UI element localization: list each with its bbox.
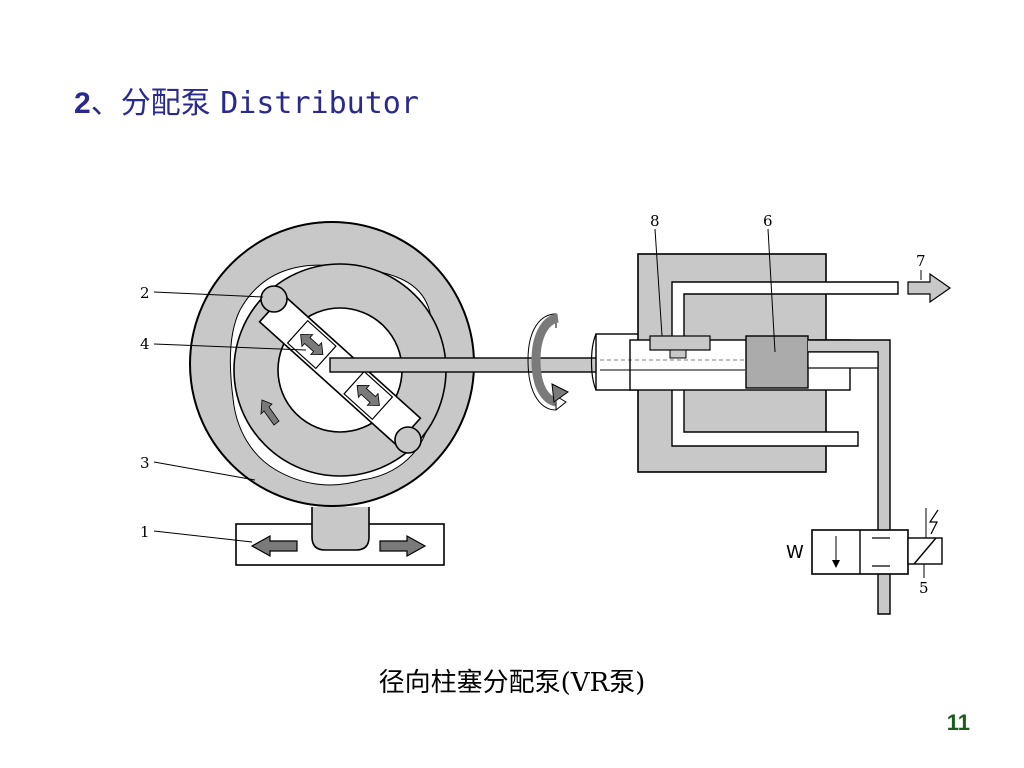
lightning-icon bbox=[928, 509, 939, 535]
slide-title: 2、分配泵 Distributor bbox=[74, 78, 419, 122]
label-3: 3 bbox=[140, 454, 150, 472]
right-arrow-icon bbox=[379, 534, 427, 558]
title-number: 2 bbox=[74, 87, 91, 120]
top-passage bbox=[671, 281, 899, 336]
rotation-symbol bbox=[527, 313, 567, 411]
spring-symbol: W bbox=[786, 542, 804, 563]
title-english: Distributor bbox=[220, 86, 419, 121]
label-8: 8 bbox=[650, 212, 660, 230]
roller-top bbox=[260, 285, 288, 313]
figure-caption: 径向柱塞分配泵(VR泵) bbox=[378, 668, 646, 698]
label-6: 6 bbox=[763, 212, 773, 230]
drive-shaft bbox=[329, 357, 599, 373]
left-arrow-icon bbox=[250, 534, 298, 558]
label-2: 2 bbox=[140, 284, 150, 302]
control-sleeve-6 bbox=[745, 335, 809, 389]
page-number: 11 bbox=[946, 710, 970, 735]
label-7: 7 bbox=[916, 252, 926, 270]
rotation-arrow-icon bbox=[260, 399, 280, 426]
outlet-arrow-icon bbox=[907, 272, 952, 304]
label-1: 1 bbox=[140, 523, 150, 541]
distributor-groove-8 bbox=[649, 335, 711, 351]
title-chinese: 分配泵 bbox=[120, 86, 211, 121]
label-5: 5 bbox=[919, 579, 929, 597]
lower-passage bbox=[671, 388, 859, 447]
label-4: 4 bbox=[140, 335, 150, 353]
title-separator: 、 bbox=[90, 86, 121, 121]
base-neck bbox=[311, 507, 370, 551]
roller-bottom bbox=[394, 426, 422, 454]
rotation-symbol-fill bbox=[531, 313, 560, 407]
